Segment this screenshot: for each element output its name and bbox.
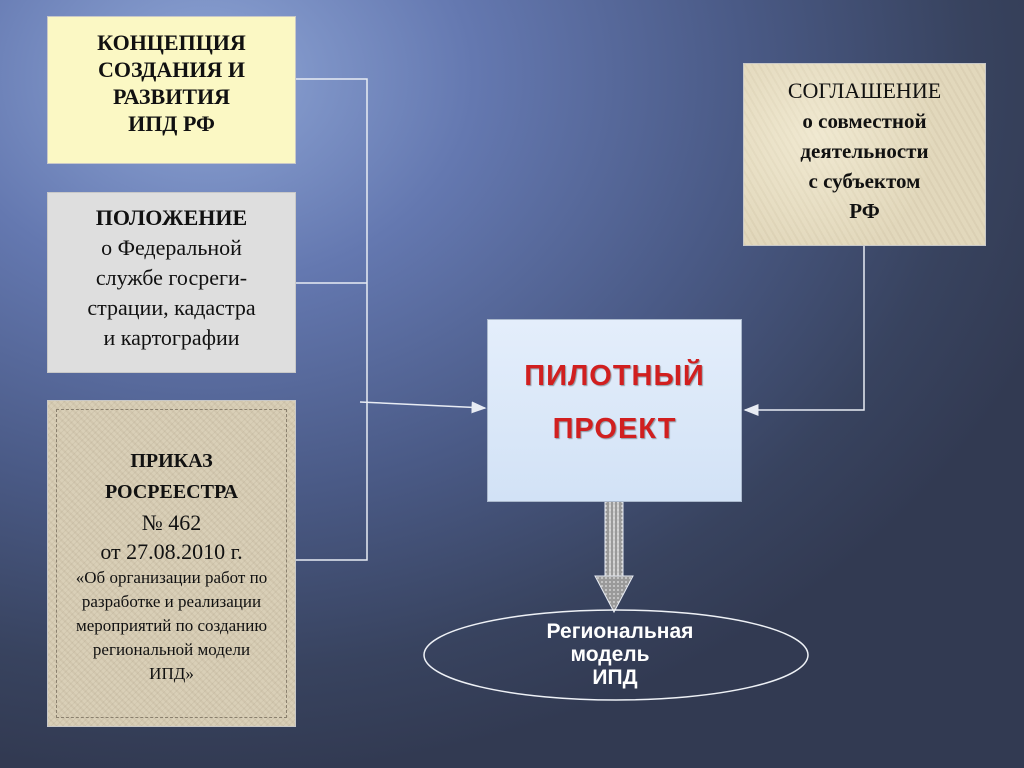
- regulation-line: и картографии: [103, 325, 240, 350]
- result-line: Региональная: [546, 620, 694, 643]
- agreement-title: СОГЛАШЕНИЕ: [787, 78, 942, 103]
- order-date: от 27.08.2010 г.: [100, 539, 243, 564]
- concept-line: ИПД РФ: [128, 111, 215, 136]
- order-description-line: разработке и реализации: [81, 592, 262, 611]
- arrow-to-pilot-right: [743, 246, 865, 416]
- left-bracket-line: [296, 78, 368, 561]
- regulation-title: ПОЛОЖЕНИЕ: [95, 205, 248, 230]
- order-box: ПРИКАЗ РОСРЕЕСТРА № 462 от 27.08.2010 г.…: [47, 400, 296, 727]
- down-arrow-icon: [594, 487, 634, 614]
- agreement-line: с субъектом: [808, 169, 921, 193]
- concept-box: КОНЦЕПЦИЯ СОЗДАНИЯ И РАЗВИТИЯ ИПД РФ: [47, 16, 296, 164]
- agreement-line: РФ: [849, 199, 880, 223]
- result-line: модель: [570, 643, 650, 666]
- concept-line: СОЗДАНИЯ И: [97, 57, 246, 82]
- order-description-line: ИПД»: [149, 664, 194, 683]
- agreement-line: о совместной: [802, 109, 927, 133]
- regulation-line: о Федеральной: [101, 235, 242, 260]
- arrow-to-pilot-left: [359, 401, 487, 414]
- result-line: ИПД: [592, 666, 638, 689]
- order-number: № 462: [141, 510, 202, 535]
- order-description-line: региональной модели: [92, 640, 251, 659]
- concept-line: РАЗВИТИЯ: [112, 84, 231, 109]
- regulation-box: ПОЛОЖЕНИЕ о Федеральной службе госреги- …: [47, 192, 296, 373]
- order-description-line: мероприятий по созданию: [75, 616, 268, 635]
- result-ellipse-label: Региональная модель ИПД: [500, 620, 740, 689]
- pilot-project-box: ПИЛОТНЫЙ ПРОЕКТ: [487, 319, 742, 502]
- concept-line: КОНЦЕПЦИЯ: [97, 30, 246, 55]
- agreement-box: СОГЛАШЕНИЕ о совместной деятельности с с…: [743, 63, 986, 246]
- pilot-title-line: ПРОЕКТ: [552, 413, 677, 445]
- result-ellipse: [423, 609, 809, 701]
- regulation-line: страции, кадастра: [87, 295, 256, 320]
- pilot-title-line: ПИЛОТНЫЙ: [524, 360, 705, 392]
- order-title: ПРИКАЗ: [130, 450, 213, 472]
- order-title: РОСРЕЕСТРА: [104, 481, 239, 503]
- agreement-line: деятельности: [800, 139, 929, 163]
- order-box-inner: ПРИКАЗ РОСРЕЕСТРА № 462 от 27.08.2010 г.…: [56, 409, 287, 718]
- order-description-line: «Об организации работ по: [75, 568, 268, 587]
- regulation-line: службе госреги-: [95, 265, 248, 290]
